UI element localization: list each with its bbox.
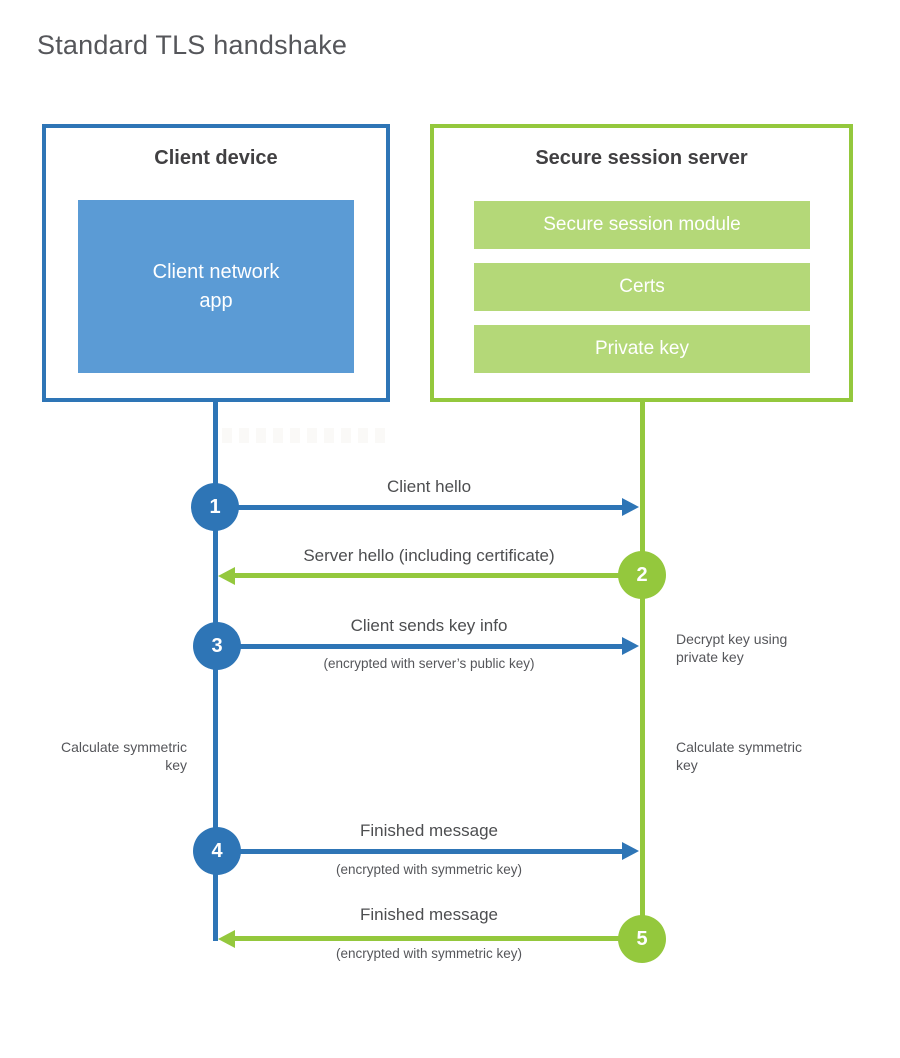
note-calculate-symmetric-key-server: Calculate symmetric key (676, 739, 803, 773)
message-3-arrow (218, 644, 622, 649)
page-title: Standard TLS handshake (37, 30, 348, 60)
message-3-subtitle: (encrypted with server’s public key) (323, 656, 535, 671)
arrow-left-icon (218, 567, 235, 585)
message-5-subtitle: (encrypted with symmetric key) (335, 946, 523, 961)
message-5-label: Finished message (360, 905, 498, 924)
step-number-4: 4 (211, 839, 223, 862)
step-number-5: 5 (636, 927, 648, 950)
step-circle-1: 1 (191, 483, 239, 531)
arrow-right-icon (622, 842, 639, 860)
message-4-arrow (218, 849, 622, 854)
message-5-arrow (234, 936, 640, 941)
step-number-1: 1 (209, 495, 221, 518)
step-circle-3: 3 (193, 622, 241, 670)
step-number-2: 2 (636, 563, 648, 586)
step-circle-5: 5 (618, 915, 666, 963)
step-circle-4: 4 (193, 827, 241, 875)
faint-watermark-artifact (222, 428, 387, 443)
server-lifeline (640, 402, 645, 939)
client-network-app-box: Client network app (78, 200, 354, 373)
server-module-secure-session: Secure session module (474, 201, 810, 249)
note-calculate-symmetric-key-client: Calculate symmetric key (60, 739, 187, 773)
arrow-right-icon (622, 637, 639, 655)
server-title: Secure session server (535, 147, 748, 169)
message-2-arrow (234, 573, 640, 578)
arrow-left-icon (218, 930, 235, 948)
server-module-private-key: Private key (474, 325, 810, 373)
note-decrypt-key: Decrypt key using private key (676, 631, 788, 665)
server-module-certs: Certs (474, 263, 810, 311)
message-2-label: Server hello (including certificate) (303, 546, 555, 565)
message-3-label: Client sends key info (350, 616, 508, 635)
message-1-label: Client hello (386, 477, 472, 496)
arrow-right-icon (622, 498, 639, 516)
client-device-title: Client device (154, 147, 278, 169)
message-4-subtitle: (encrypted with symmetric key) (335, 862, 523, 877)
client-lifeline (213, 402, 218, 941)
message-4-label: Finished message (360, 821, 498, 840)
message-1-arrow (218, 505, 622, 510)
step-number-3: 3 (211, 634, 223, 657)
step-circle-2: 2 (618, 551, 666, 599)
